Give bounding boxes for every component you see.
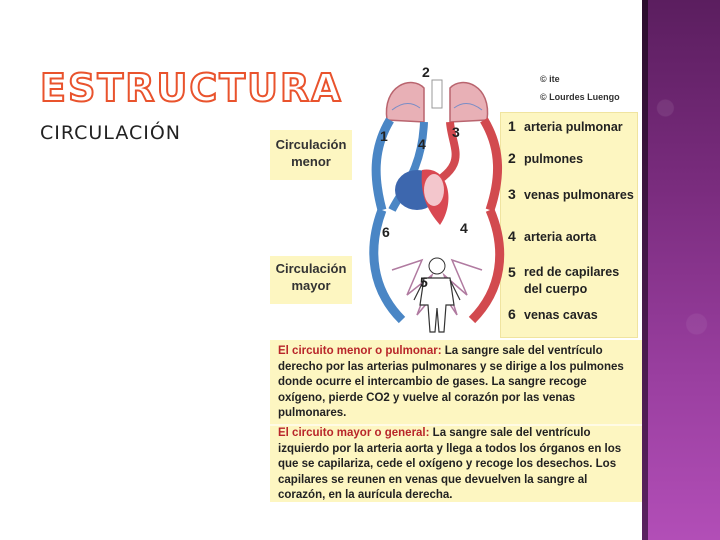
slide-title: ESTRUCTURA: [39, 65, 343, 111]
explanation-box: El circuito menor o pulmonar: La sangre …: [270, 340, 642, 502]
diagram-num-2: 2: [422, 64, 430, 80]
diagram-num-4-top: 4: [418, 136, 426, 152]
diagram-num-3: 3: [452, 124, 460, 140]
slide-subtitle: CIRCULACIÓN: [40, 122, 182, 144]
circulacion-mayor-label: Circulación mayor: [270, 256, 352, 304]
diagram-num-1: 1: [380, 128, 388, 144]
circulation-illustration: [369, 79, 505, 333]
paragraph-circuito-menor: El circuito menor o pulmonar: La sangre …: [278, 345, 624, 419]
circulation-diagram: © ite © Lourdes Luengo Circulación menor…: [270, 60, 642, 338]
divider: [270, 424, 642, 426]
decorative-side-band: [642, 0, 720, 540]
copyright-ite: © ite: [540, 74, 560, 84]
diagram-num-4-bottom: 4: [460, 220, 468, 236]
circulacion-menor-label: Circulación menor: [270, 130, 352, 180]
diagram-num-6: 6: [382, 224, 390, 240]
paragraph-circuito-mayor: El circuito mayor o general: La sangre s…: [278, 427, 622, 501]
copyright-author: © Lourdes Luengo: [540, 92, 620, 102]
diagram-num-5: 5: [420, 274, 428, 290]
legend-panel: [500, 112, 638, 338]
